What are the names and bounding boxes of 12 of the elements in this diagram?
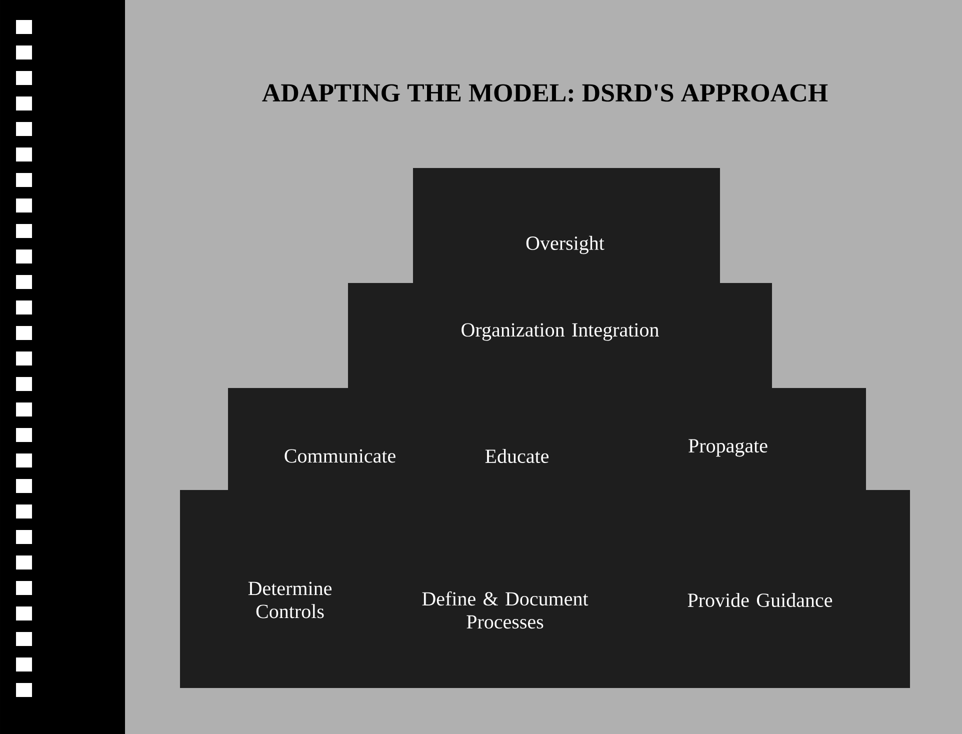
node-label: Propagate: [688, 439, 768, 457]
slide-title: ADAPTING THE MODEL: DSRD'S APPROACH: [262, 84, 828, 102]
tier-block: Organization Integration: [348, 283, 772, 388]
tier-block: Oversight: [413, 168, 720, 283]
node-label: Define & Document Processes: [422, 591, 588, 629]
node-label: Oversight: [526, 236, 604, 254]
node-label: Educate: [485, 448, 549, 464]
node-label: Communicate: [284, 449, 396, 463]
node-label: Organization Integration: [462, 323, 659, 341]
node-label: Determine Controls: [248, 582, 332, 618]
tier-block: Communicate Educate Propagate: [228, 388, 866, 490]
node-label: Provide Guidance: [688, 592, 832, 608]
